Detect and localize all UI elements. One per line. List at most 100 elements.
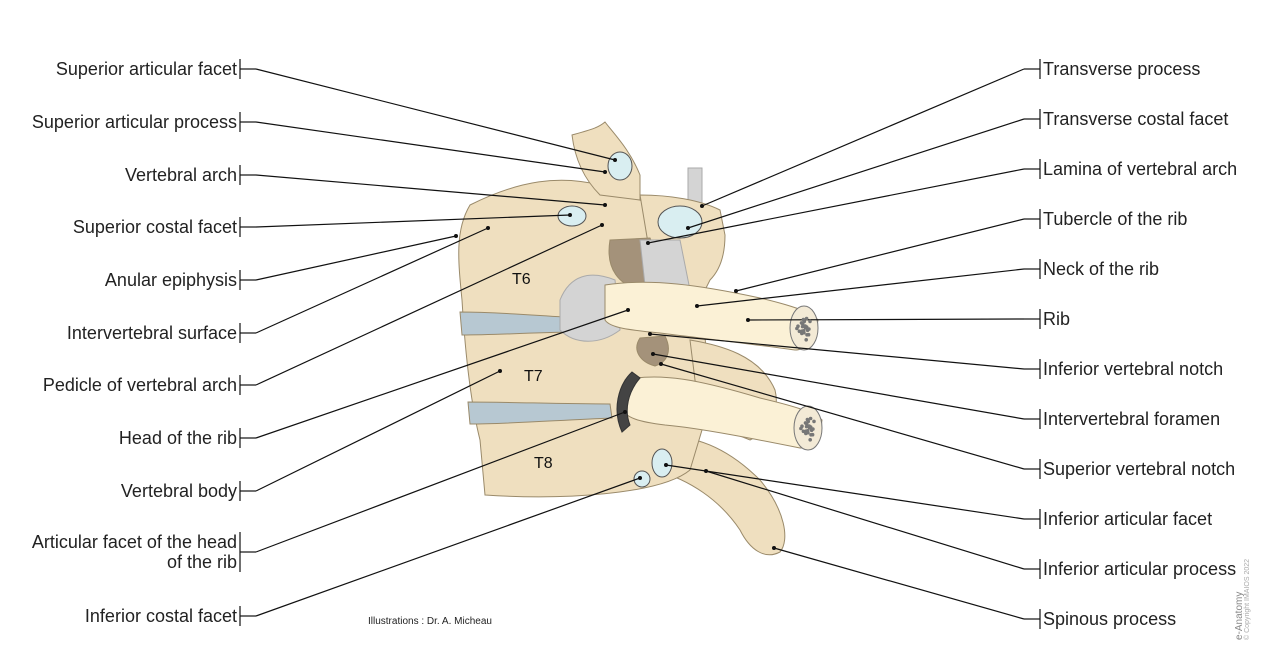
rib-section-speckle [797,329,802,334]
rib-section-speckle [811,427,815,431]
rib-section-speckle [804,316,809,321]
rib-section-speckle [806,332,811,337]
left-label-1: Superior articular facet [55,59,237,79]
left-label-3: Vertebral arch [124,165,237,185]
left-label-5: Anular epiphysis [104,270,237,290]
rib-section-speckle [807,327,811,331]
leader-dot [613,158,617,162]
leader-dot [772,546,776,550]
leader-dot [700,204,704,208]
inferior-articular-facet-shape [651,448,673,478]
leader-line [255,477,641,617]
leader-line [255,411,626,553]
left-label-4: Superior costal facet [72,217,237,237]
right-label-11: Inferior articular process [1043,559,1237,579]
rib-section-speckle [803,324,807,328]
leader-dot [734,289,738,293]
left-label-8: Head of the rib [118,428,237,448]
leader-line [735,218,1025,292]
right-label-5: Neck of the rib [1043,259,1160,279]
articular-facet-head-shape [616,371,641,433]
rib-section-speckle [799,321,804,325]
leader-line [255,309,629,439]
leader-line [255,235,457,281]
rib-section-speckle [808,438,812,442]
leader-dot [686,226,690,230]
right-label-10: Inferior articular facet [1043,509,1213,529]
lower-foramen [636,335,669,367]
leader-dot [646,241,650,245]
superior-articular-process-shape [571,121,641,201]
leader-line [255,68,616,161]
leader-dot [651,352,655,356]
right-label-4: Tubercle of the rib [1043,209,1188,229]
rib-section-speckle [801,317,806,322]
rib-section-speckle [808,319,812,324]
leader-lines [239,59,1041,629]
leader-line [255,370,501,492]
leader-line [701,68,1025,207]
right-label-1: Transverse process [1043,59,1201,79]
leader-line [687,118,1025,229]
left-label-9: Vertebral body [120,481,237,501]
leader-dot [626,308,630,312]
right-label-8: Intervertebral foramen [1043,409,1221,429]
leader-dot [638,476,642,480]
leader-line [773,547,1025,620]
rib-section-speckle [806,430,810,435]
leader-dot [695,304,699,308]
leader-line [660,363,1025,470]
leader-line [255,214,571,228]
right-label-2: Transverse costal facet [1043,109,1229,129]
t6-label: T6 [512,271,531,288]
leader-line [649,333,1025,370]
rib-section-speckle [799,426,803,431]
leader-dot [746,318,750,322]
left-label-11: Inferior costal facet [84,606,237,626]
transverse-costal-facet-shape [657,205,703,239]
leader-line [705,470,1025,570]
illustration-credit: Illustrations : Dr. A. Micheau [368,616,492,627]
leader-line [647,168,1025,244]
leader-line [665,464,1025,520]
leader-dot [704,469,708,473]
rib-section-speckle [804,338,808,342]
leader-line [747,318,1025,321]
rib-section-speckle [807,424,811,428]
leader-dot [568,213,572,217]
leader-dot [603,203,607,207]
right-label-6: Rib [1043,309,1071,329]
rib-section-speckle [802,330,806,335]
leader-dot [603,170,607,174]
leader-dot [659,362,663,366]
t8-label: T8 [534,455,553,472]
left-label-7: Pedicle of vertebral arch [42,375,237,395]
rib-section-speckle [805,417,810,422]
leader-dot [648,332,652,336]
rib-section-speckle [808,416,813,421]
leader-dot [486,226,490,230]
leader-dot [623,410,627,414]
inferior-costal-facet-shape [633,470,651,488]
superior-articular-facet-shape [607,151,633,181]
right-label-7: Inferior vertebral notch [1043,359,1224,379]
leader-line [652,353,1025,420]
leader-dot [664,463,668,467]
right-label-3: Lamina of vertebral arch [1043,159,1238,179]
rib-section-speckle [803,421,808,425]
brand-copyright: © Copyright IMAIOS 2022 [1244,558,1251,640]
rib-section-speckle [812,419,816,424]
brand-watermark: e-Anatomy © Copyright IMAIOS 2022 [1234,558,1264,645]
right-label-12: Spinous process [1043,609,1177,629]
rib-section-speckle [795,326,799,331]
leader-line [696,268,1025,307]
lower-disc [467,401,613,425]
leader-dot [600,223,604,227]
right-label-9: Superior vertebral notch [1043,459,1236,479]
left-label-6: Intervertebral surface [66,323,237,343]
t7-label: T7 [524,368,543,385]
rib-section-speckle [810,432,815,437]
rib-section-speckle [801,429,806,434]
leader-line [255,224,603,386]
